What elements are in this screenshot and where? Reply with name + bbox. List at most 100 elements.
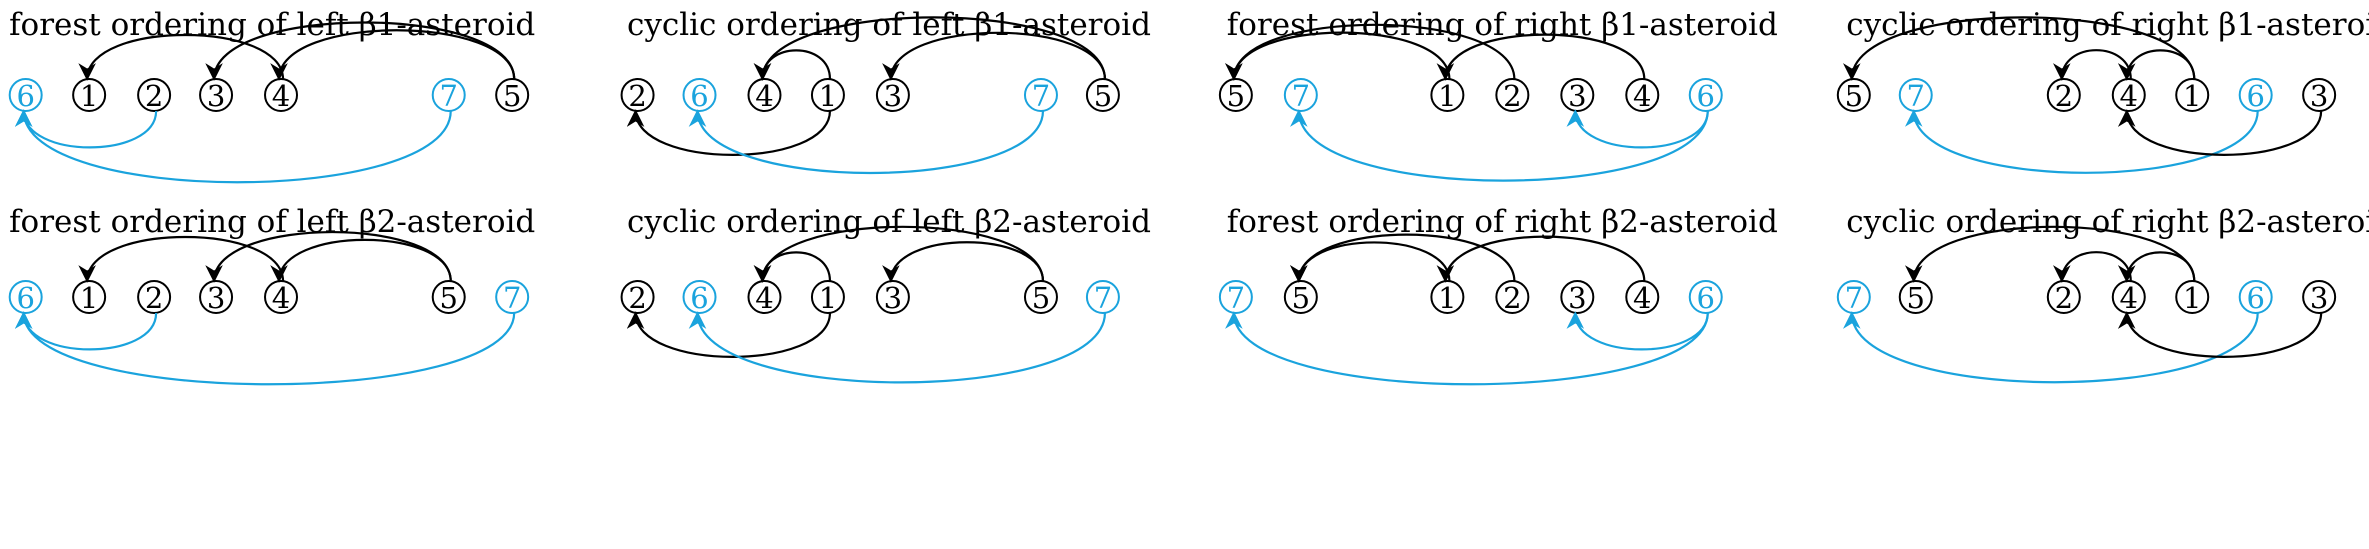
node-label: 5 [1094, 79, 1112, 113]
node-label: 3 [884, 281, 902, 315]
arc-5-to-3 [882, 241, 1045, 283]
node-label: 5 [1292, 281, 1310, 315]
arc-5-to-4 [753, 225, 1045, 283]
node-6: 6 [8, 78, 43, 113]
arc-5-to-4 [270, 238, 452, 283]
node-label: 4 [755, 79, 773, 113]
node-circle [2175, 280, 2210, 314]
arc-6-to-7 [1843, 311, 2259, 384]
node-label: 5 [1032, 281, 1050, 315]
arc-3-to-4 [2118, 311, 2323, 358]
node-label: 2 [145, 281, 163, 315]
node-label: 1 [2183, 79, 2201, 113]
node-circle [2302, 280, 2337, 314]
node-label: 7 [1845, 281, 1863, 315]
node-7: 7 [1085, 280, 1120, 315]
node-3: 3 [199, 78, 234, 113]
node-circle [1625, 78, 1660, 112]
node-label: 6 [2246, 281, 2264, 315]
arc-4-to-1 [1436, 235, 1646, 283]
arc-4-to-2 [2053, 251, 2132, 283]
node-label: 1 [819, 79, 837, 113]
node-label: 6 [1697, 281, 1715, 315]
node-label: 4 [1633, 281, 1651, 315]
node-5: 5 [431, 280, 466, 315]
node-label: 1 [80, 281, 98, 315]
node-2: 2 [137, 280, 172, 315]
panel-title: forest ordering of right β1-asteroid [1227, 7, 1778, 43]
arc-1-to-4 [753, 251, 832, 283]
node-1: 1 [72, 78, 107, 113]
node-4: 4 [1625, 78, 1660, 113]
panel-3: forest ordering of right β1-asteroid 5 7 1 2… [1218, 7, 1778, 182]
node-label: 6 [2246, 79, 2264, 113]
arc-4-to-1 [1436, 33, 1646, 81]
node-label: 3 [207, 79, 225, 113]
node-4: 4 [747, 280, 782, 315]
node-3: 3 [875, 78, 910, 113]
node-3: 3 [2302, 78, 2337, 113]
node-label: 1 [2183, 281, 2201, 315]
node-label: 2 [145, 79, 163, 113]
node-circle [2175, 78, 2210, 112]
node-label: 2 [2055, 79, 2073, 113]
node-label: 6 [690, 281, 708, 315]
node-1: 1 [2175, 280, 2210, 315]
panel-title: cyclic ordering of left β2-asteroid [627, 204, 1151, 240]
arc-3-to-4 [2118, 109, 2323, 156]
node-6: 6 [1688, 280, 1723, 315]
node-7: 7 [1283, 78, 1318, 113]
arc-1-to-2 [626, 109, 832, 156]
node-label: 1 [1438, 281, 1456, 315]
node-4: 4 [1625, 280, 1660, 315]
node-2: 2 [2046, 280, 2081, 315]
node-circle [1085, 78, 1120, 112]
node-label: 2 [1503, 281, 1521, 315]
node-1: 1 [810, 280, 845, 315]
node-5: 5 [1085, 78, 1120, 113]
node-circle [431, 78, 466, 112]
node-label: 7 [1094, 281, 1112, 315]
node-label: 3 [2310, 281, 2328, 315]
arc-6-to-3 [1566, 311, 1709, 351]
node-circle [137, 78, 172, 112]
node-label: 2 [1503, 79, 1521, 113]
arc-1-to-5 [1290, 241, 1451, 283]
node-label: 4 [272, 79, 290, 113]
node-label: 2 [2055, 281, 2073, 315]
node-label: 3 [1568, 79, 1586, 113]
node-label: 1 [1438, 79, 1456, 113]
node-circle [137, 280, 172, 314]
node-label: 6 [690, 79, 708, 113]
panel-title: forest ordering of right β2-asteroid [1227, 204, 1778, 240]
node-circle [2302, 78, 2337, 112]
arc-6-to-7 [1290, 109, 1709, 182]
node-label: 4 [755, 281, 773, 315]
node-2: 2 [620, 78, 655, 113]
node-label: 7 [1227, 281, 1245, 315]
node-4: 4 [264, 78, 299, 113]
node-2: 2 [2046, 78, 2081, 113]
node-label: 4 [2120, 281, 2138, 315]
node-4: 4 [2111, 280, 2146, 315]
node-label: 7 [503, 281, 521, 315]
panel-title: cyclic ordering of left β1-asteroid [627, 7, 1151, 43]
panel-title: forest ordering of left β2-asteroid [9, 204, 535, 240]
node-3: 3 [875, 280, 910, 315]
node-label: 5 [1227, 79, 1245, 113]
node-3: 3 [1560, 280, 1595, 315]
node-1: 1 [72, 280, 107, 315]
node-5: 5 [1218, 78, 1253, 113]
node-circle [1688, 78, 1723, 112]
node-6: 6 [8, 280, 43, 315]
node-2: 2 [1495, 280, 1530, 315]
panel-title: forest ordering of left β1-asteroid [9, 7, 535, 43]
arc-1-to-5 [1905, 225, 2196, 283]
node-label: 3 [884, 79, 902, 113]
arc-5-to-4 [270, 29, 516, 81]
node-6: 6 [1688, 78, 1723, 113]
node-label: 7 [1292, 79, 1310, 113]
node-circle [1023, 280, 1058, 314]
